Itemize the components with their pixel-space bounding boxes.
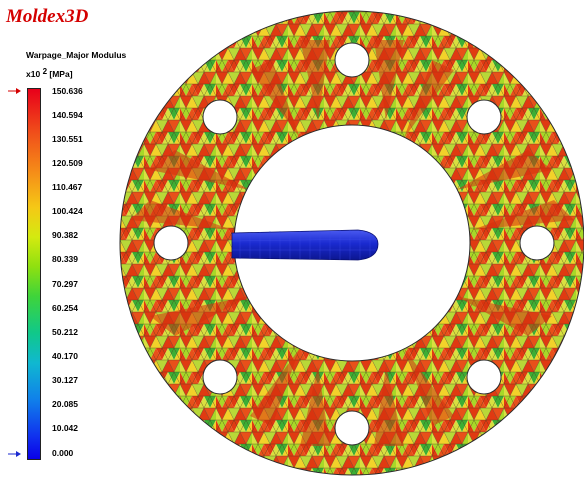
legend-tick: 140.594 [52,110,83,120]
min-arrow-icon [8,451,21,457]
legend-tick: 20.085 [52,399,78,409]
legend-tick: 70.297 [52,279,78,289]
unit-label: [MPa] [49,69,73,79]
legend-units: x10 2 [MPa] [26,67,73,79]
legend-tick: 100.424 [52,206,83,216]
bolt-hole [466,359,502,395]
runner-sprue [231,229,379,261]
legend-tick: 80.339 [52,254,78,264]
bolt-holes [153,42,555,446]
bolt-hole [519,225,555,261]
legend-tick: 30.127 [52,375,78,385]
legend-tick: 40.170 [52,351,78,361]
legend-tick: 0.000 [52,448,74,458]
legend-tick: 120.509 [52,158,83,168]
bolt-hole [334,42,370,78]
bolt-hole [334,410,370,446]
moldex3d-logo: Moldex3D [6,6,89,27]
legend-tick: 90.382 [52,230,78,240]
bolt-hole [466,99,502,135]
max-arrow-icon [8,88,21,94]
exponent-prefix: x10 [26,69,41,79]
legend-tick: 10.042 [52,423,78,433]
bolt-hole [202,359,238,395]
legend-tick: 130.551 [52,134,83,144]
legend-tick: 150.636 [52,86,83,96]
exponent-value: 2 [42,67,48,76]
legend-tick: 60.254 [52,303,78,313]
bolt-hole [153,225,189,261]
bolt-hole [202,99,238,135]
legend-title: Warpage_Major Modulus [26,50,127,60]
legend-tick: 50.212 [52,327,78,337]
color-scale-bar [27,88,41,460]
legend-tick: 110.467 [52,182,83,192]
